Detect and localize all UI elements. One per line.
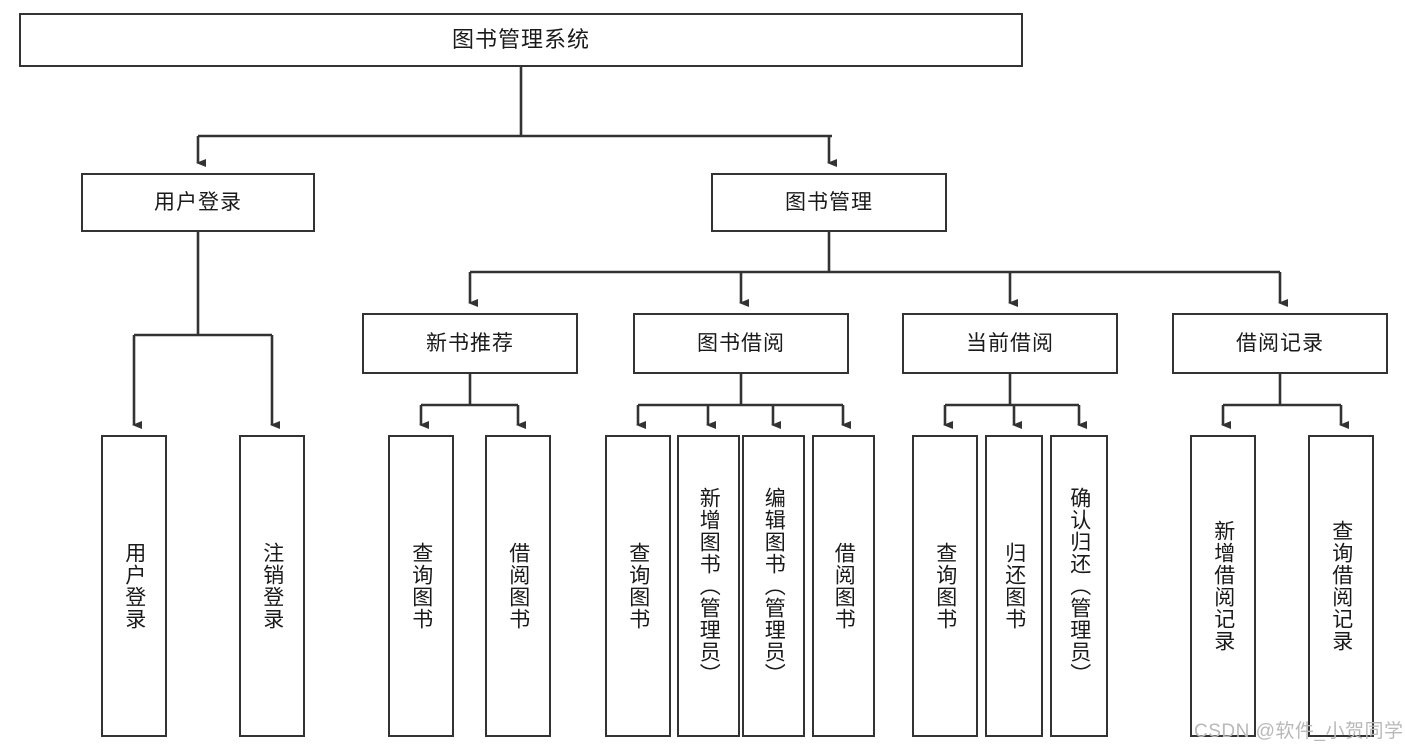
node-label: 查询图书 [409, 542, 433, 630]
node-book-borrow[interactable]: 图书借阅 [633, 313, 849, 374]
node-label: 用户登录 [122, 542, 146, 630]
node-label: 确认归还（管理员） [1067, 487, 1091, 685]
leaf-borrow-book[interactable]: 借阅图书 [812, 435, 875, 737]
node-label: 查询借阅记录 [1329, 520, 1353, 652]
node-label: 借阅图书 [832, 542, 856, 630]
node-root-system[interactable]: 图书管理系统 [19, 13, 1023, 67]
node-book-management[interactable]: 图书管理 [711, 173, 947, 232]
node-label: 用户登录 [154, 190, 242, 214]
node-label: 归还图书 [1002, 542, 1026, 630]
node-label: 图书借阅 [697, 331, 785, 355]
leaf-query-book-borrow[interactable]: 查询图书 [605, 435, 671, 737]
leaf-borrow-book-recommend[interactable]: 借阅图书 [485, 435, 551, 737]
node-borrow-records[interactable]: 借阅记录 [1172, 313, 1388, 374]
node-label: 查询图书 [626, 542, 650, 630]
leaf-add-borrow-record[interactable]: 新增借阅记录 [1190, 435, 1256, 737]
leaf-query-book-recommend[interactable]: 查询图书 [388, 435, 454, 737]
node-label: 注销登录 [260, 542, 284, 630]
node-label: 图书管理系统 [451, 26, 590, 52]
node-label: 借阅记录 [1236, 331, 1324, 355]
leaf-user-login[interactable]: 用户登录 [101, 435, 167, 737]
node-label: 借阅图书 [506, 542, 530, 630]
node-label: 查询图书 [933, 542, 957, 630]
node-label: 新书推荐 [426, 331, 514, 355]
leaf-query-book-current[interactable]: 查询图书 [912, 435, 978, 737]
leaf-edit-book-admin[interactable]: 编辑图书（管理员） [742, 435, 805, 737]
leaf-logout[interactable]: 注销登录 [239, 435, 305, 737]
node-label: 当前借阅 [966, 331, 1054, 355]
leaf-return-book[interactable]: 归还图书 [985, 435, 1043, 737]
leaf-query-borrow-record[interactable]: 查询借阅记录 [1308, 435, 1374, 737]
node-label: 图书管理 [785, 190, 873, 214]
node-current-borrow[interactable]: 当前借阅 [902, 313, 1118, 374]
node-label: 编辑图书（管理员） [762, 487, 786, 685]
node-label: 新增借阅记录 [1211, 520, 1235, 652]
node-new-book-recommend[interactable]: 新书推荐 [362, 313, 578, 374]
leaf-add-book-admin[interactable]: 新增图书（管理员） [677, 435, 740, 737]
csdn-watermark: CSDN @软件_小贺同学 [1194, 721, 1404, 742]
node-label: 新增图书（管理员） [697, 487, 721, 685]
leaf-confirm-return-admin[interactable]: 确认归还（管理员） [1050, 435, 1108, 737]
node-user-login[interactable]: 用户登录 [81, 173, 315, 232]
